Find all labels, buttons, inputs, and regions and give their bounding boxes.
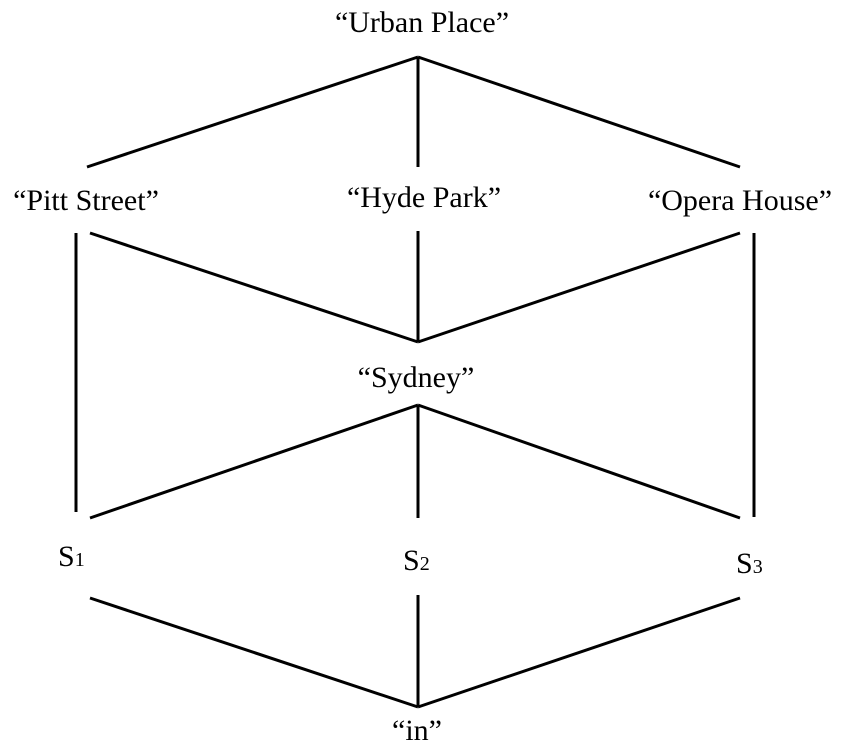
node-s3: S3 [736, 547, 763, 580]
node-in: “in” [392, 714, 442, 747]
node-urban-place: “Urban Place” [335, 6, 509, 39]
edge-pitt-street-sydney [89, 231, 419, 344]
edge-urban-place-pitt-street [86, 55, 419, 169]
node-opera-house: “Opera House” [648, 184, 832, 217]
node-s2-main: S [403, 544, 420, 577]
edge-s1-in [89, 596, 419, 709]
edge-opera-house-sydney [417, 231, 741, 344]
edge-sydney-s3 [417, 403, 741, 520]
node-s3-main: S [736, 547, 753, 580]
node-hyde-park: “Hyde Park” [347, 181, 501, 214]
node-s2-subscript: 2 [420, 553, 430, 575]
node-s1: S1 [58, 540, 85, 573]
node-s2: S2 [403, 544, 430, 577]
edge-s3-in [417, 596, 741, 709]
node-s3-subscript: 3 [753, 556, 763, 578]
node-s1-subscript: 1 [75, 549, 85, 571]
node-s1-main: S [58, 540, 75, 573]
edge-urban-place-opera-house [417, 55, 741, 169]
edges [74, 55, 756, 709]
nodes: “Urban Place” “Pitt Street” “Hyde Park” … [13, 6, 832, 747]
edge-sydney-s1 [89, 403, 419, 520]
node-sydney: “Sydney” [358, 361, 475, 394]
node-pitt-street: “Pitt Street” [13, 184, 159, 217]
